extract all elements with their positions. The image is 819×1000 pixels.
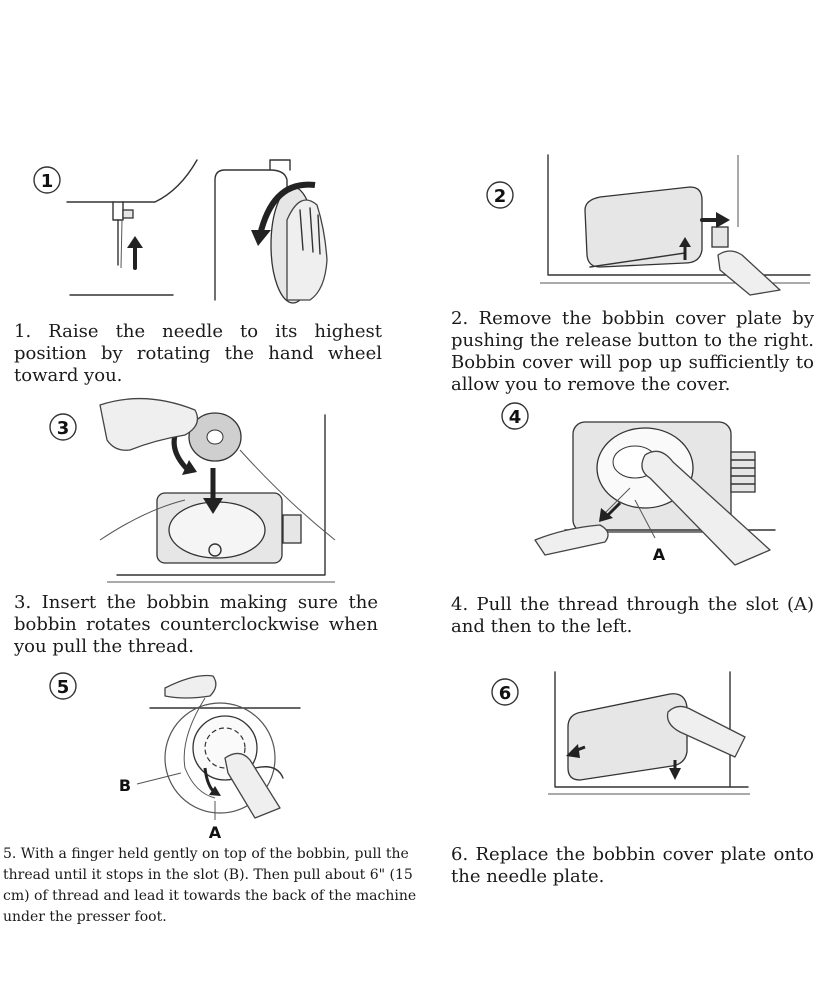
step-3-illustration: 3: [45, 390, 345, 585]
step-5-caption: 5. With a finger held gently on top of t…: [3, 846, 417, 925]
step-6-number: 6: [499, 683, 512, 704]
step-2-number-badge: [486, 181, 514, 209]
step-5-number: 5: [57, 677, 70, 698]
step-3-number: 3: [57, 418, 70, 439]
step-1-caption: 1. Raise the needle to its highest posit…: [14, 321, 382, 386]
step-5-label-b: B: [119, 776, 131, 795]
step-4-number: 4: [509, 407, 522, 428]
step-4-illustration: 4 A: [495, 400, 795, 570]
step-6-illustration: 6: [480, 671, 810, 802]
step-4-label-a: A: [653, 545, 666, 564]
step-1-number: 1: [41, 171, 54, 192]
step-2-caption: 2. Remove the bobbin cover plate by push…: [451, 308, 814, 395]
step-6-caption: 6. Replace the bobbin cover plate onto t…: [451, 844, 814, 887]
step-3-caption: 3. Insert the bobbin making sure the bob…: [14, 592, 378, 657]
step-5-number-badge: [49, 672, 77, 700]
step-4-caption: 4. Pull the thread through the slot (A) …: [451, 594, 814, 637]
step-5-label-a: A: [209, 823, 222, 842]
step-5-illustration: 5 B A: [45, 668, 305, 843]
step-1-illustration: 1: [25, 150, 345, 305]
step-3-number-badge: [49, 413, 77, 441]
step-2-illustration: 2: [480, 154, 811, 296]
step-2-number: 2: [494, 186, 507, 207]
step-1-number-badge: [33, 166, 61, 194]
step-4-number-badge: [501, 402, 529, 430]
step-6-number-badge: [491, 678, 519, 706]
